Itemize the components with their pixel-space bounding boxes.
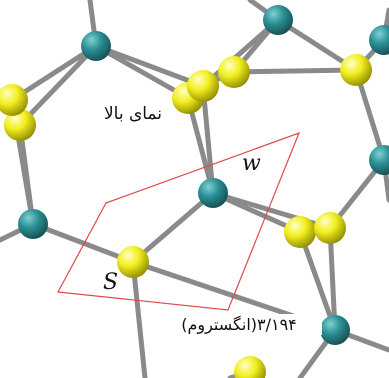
teal-atom-t5	[198, 178, 228, 208]
bond-y8-t7	[297, 229, 338, 333]
bond-y9-t7	[327, 225, 338, 333]
teal-atom-t6	[369, 145, 389, 175]
teal-atom-t3	[369, 25, 389, 55]
bond-t4-y7	[30, 221, 136, 265]
yellow-atom-y2	[340, 54, 372, 86]
yellow-atom-y1	[218, 56, 250, 88]
bond-y4-t5	[200, 83, 216, 196]
teal-atom-t7	[320, 315, 350, 345]
lattice-constant-label: ۳/۱۹۴(انگستروم)	[156, 314, 322, 335]
bond-t5-y7	[130, 190, 216, 265]
bond-y3-t5	[185, 95, 216, 196]
yellow-atom-y5	[4, 109, 36, 141]
lattice-vector-w-label: w	[242, 151, 261, 176]
teal-atom-t2	[263, 5, 293, 35]
view-title: نمای بالا	[103, 104, 162, 124]
unit-cell-outline	[57, 131, 301, 311]
yellow-atom-y6	[0, 84, 28, 116]
bond-t1-y3	[93, 43, 191, 101]
yellow-atom-y9	[314, 212, 346, 244]
yellow-atom-y4	[187, 70, 219, 102]
teal-atom-t1	[81, 31, 111, 61]
bond-y1-y2	[231, 67, 359, 75]
yellow-atom-y10	[234, 356, 266, 378]
atom-layer	[0, 5, 389, 378]
yellow-atom-y7	[117, 246, 149, 278]
bond-y7-ext_y7	[130, 259, 148, 378]
yellow-atom-y8	[284, 216, 316, 248]
lattice-vector-s-label: S	[103, 270, 119, 295]
teal-atom-t4	[18, 209, 48, 239]
bond-t1-y5	[17, 43, 99, 128]
bond-t1-y4	[93, 43, 206, 89]
bond-t2-y4	[200, 17, 281, 89]
unit-cell-layer	[57, 131, 301, 311]
bond-t1-y6	[9, 43, 99, 103]
